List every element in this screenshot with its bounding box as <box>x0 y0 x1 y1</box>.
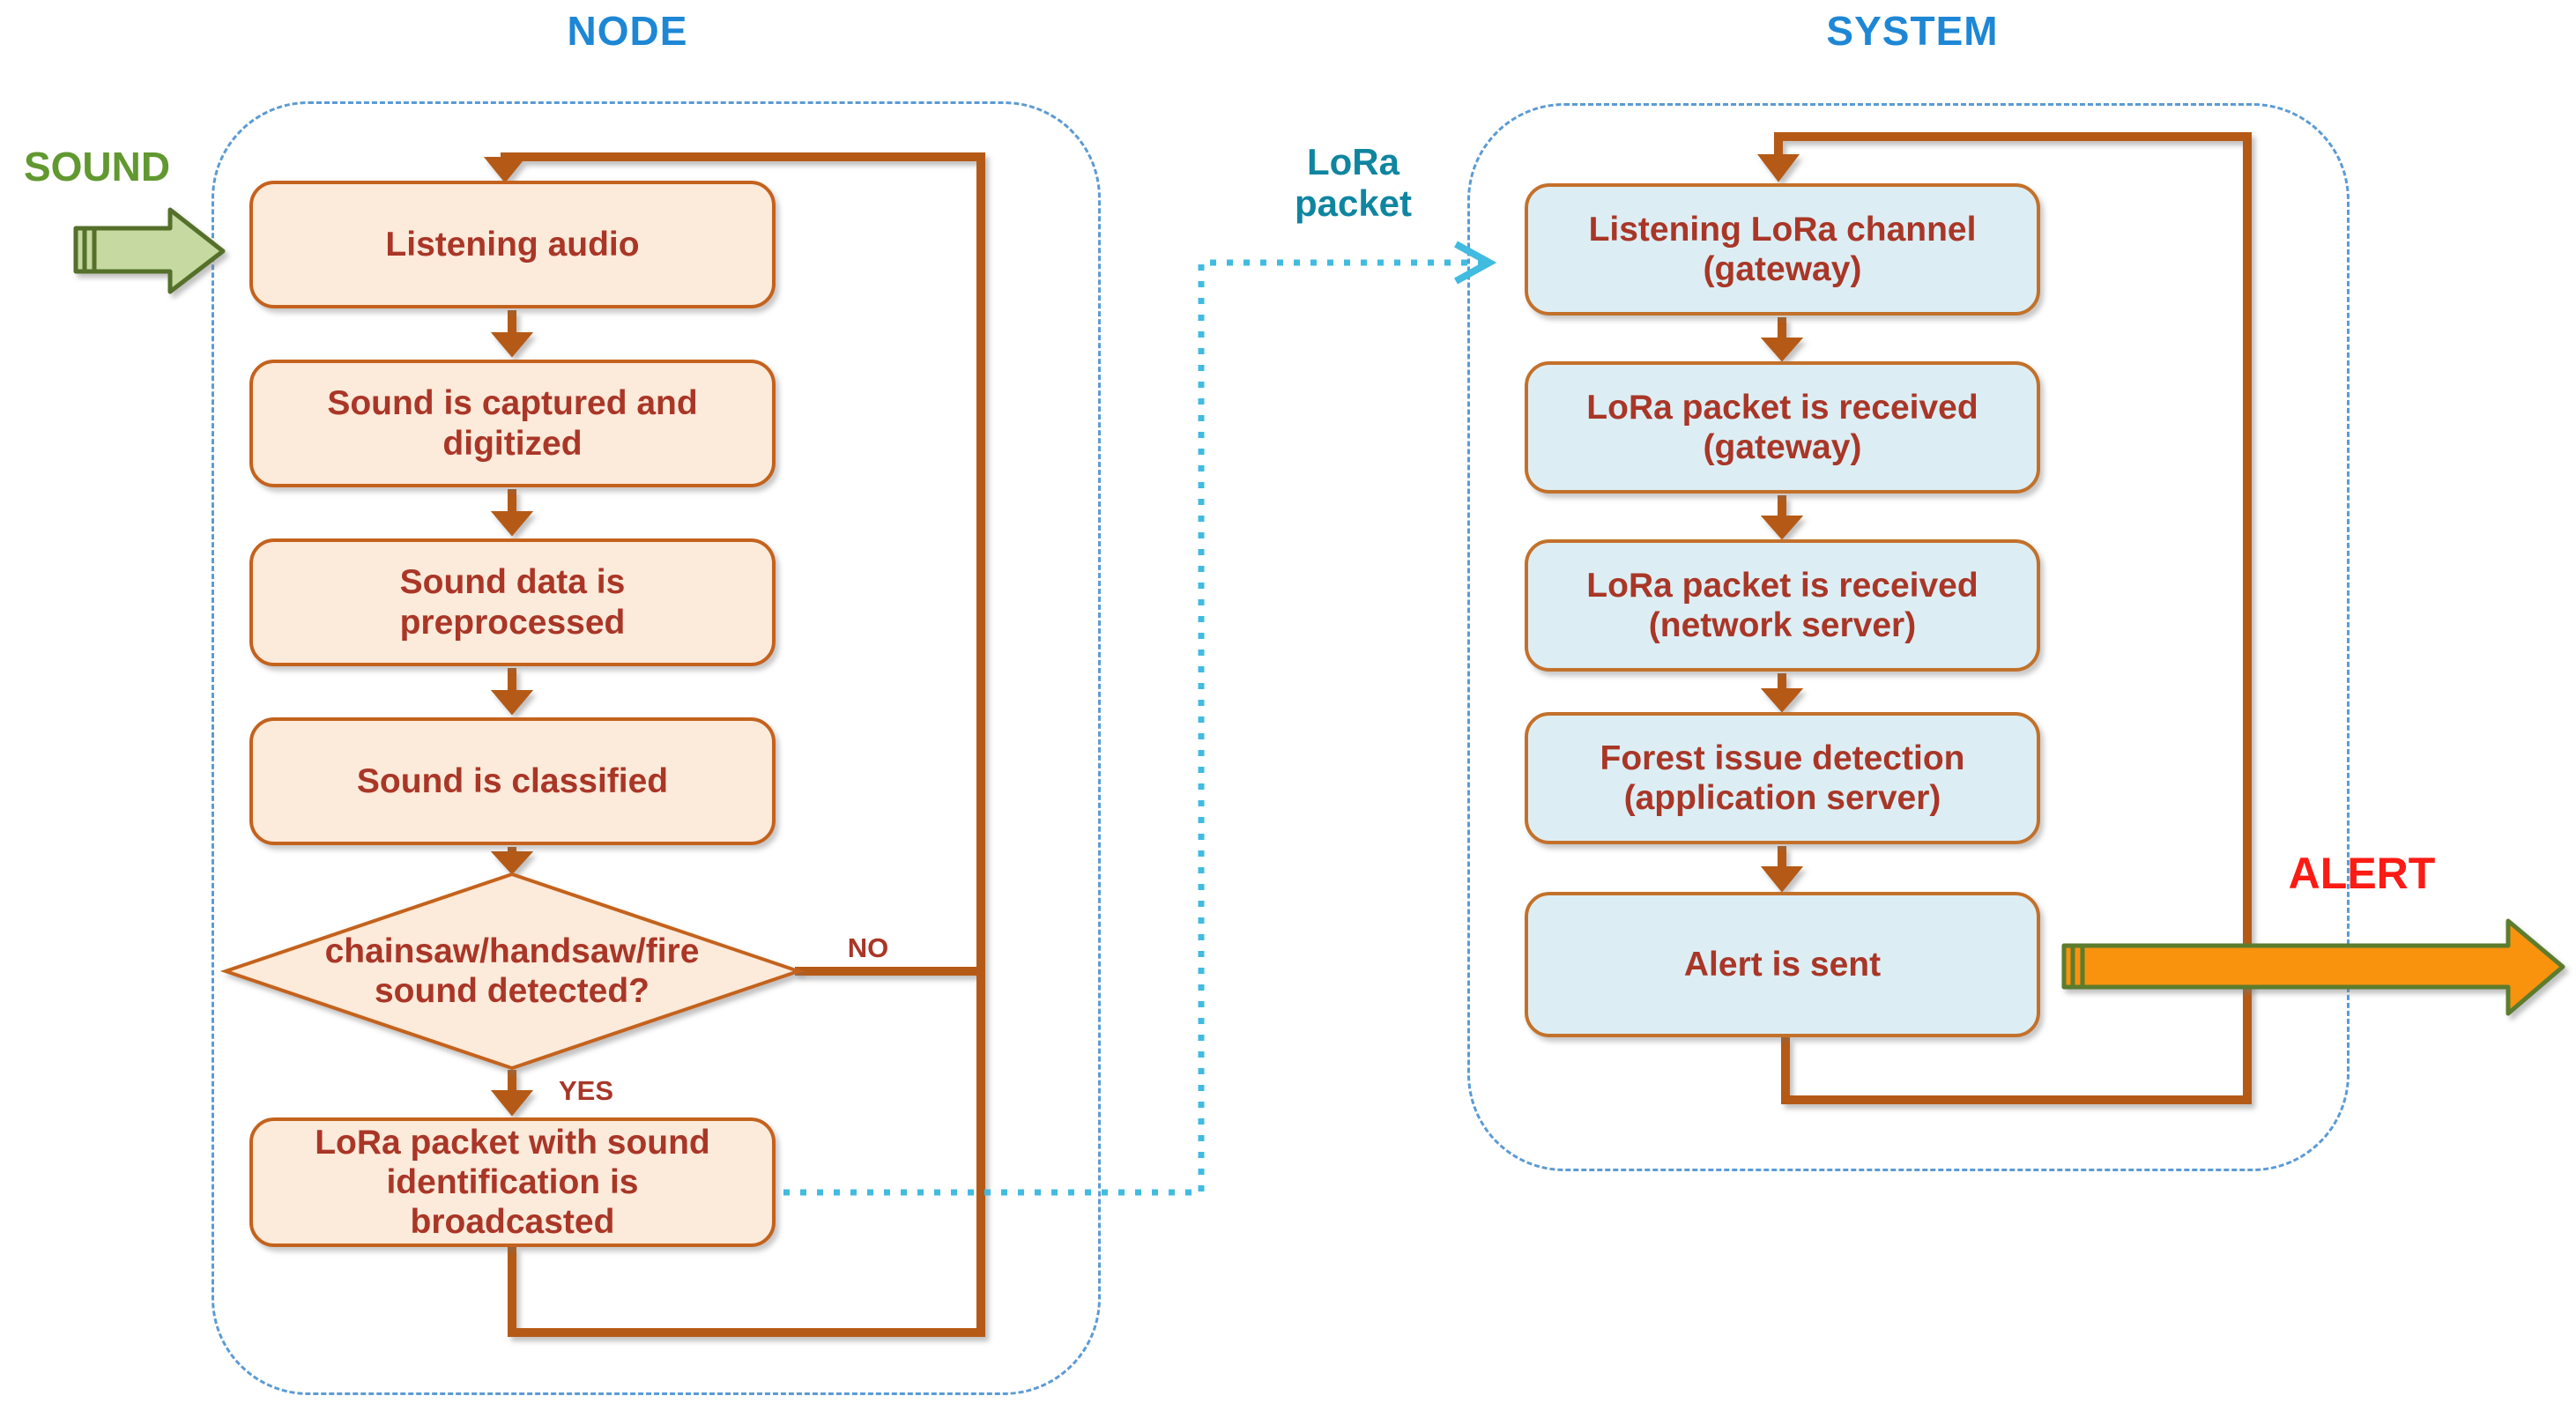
system-arrowhead-2 <box>1760 516 1804 540</box>
system-entry-arrowhead <box>1756 154 1800 182</box>
decision-diamond <box>219 872 805 1071</box>
system-arrowhead-1 <box>1760 338 1804 362</box>
system-step-packet-gateway: LoRa packet is received (gateway) <box>1525 361 2040 494</box>
node-arrowhead-4 <box>490 851 534 875</box>
system-arrowhead-4 <box>1760 866 1804 893</box>
sound-input-arrow <box>73 207 226 294</box>
lora-packet-dotted-path <box>783 259 1486 1196</box>
node-step-sound-captured: Sound is captured and digitized <box>249 360 776 487</box>
decision-no-label: NO <box>847 932 889 963</box>
node-step-sound-classified: Sound is classified <box>249 717 776 845</box>
system-section-title: SYSTEM <box>1826 8 1999 54</box>
system-arrowhead-3 <box>1760 688 1804 713</box>
system-step-alert-sent: Alert is sent <box>1525 892 2040 1037</box>
node-arrowhead-1 <box>490 332 534 358</box>
node-entry-arrowhead <box>483 157 527 183</box>
system-step-listening-channel: Listening LoRa channel (gateway) <box>1525 183 2040 316</box>
lora-packet-arrowhead <box>1454 241 1497 285</box>
node-flow-lines <box>483 152 985 1337</box>
sound-arrow-shape <box>73 207 226 294</box>
lora-packet-dotted-arrow <box>783 241 1497 1196</box>
decision-label: chainsaw/handsaw/fire sound detected? <box>324 932 700 1010</box>
yes-arrowhead <box>490 1090 534 1117</box>
alert-arrow-tail-stripes <box>2070 946 2085 987</box>
node-step-listening-audio: Listening audio <box>249 181 776 308</box>
lora-packet-label: LoRa packet <box>1294 141 1413 225</box>
node-section-container <box>212 101 1101 1395</box>
node-step-lora-broadcast: LoRa packet with sound identification is… <box>249 1117 776 1247</box>
sound-input-label: SOUND <box>23 144 171 189</box>
sound-arrow-tail-stripes <box>82 228 97 271</box>
node-arrowhead-3 <box>490 690 534 716</box>
system-step-packet-network: LoRa packet is received (network server) <box>1525 539 2040 672</box>
node-step-sound-preprocessed: Sound data is preprocessed <box>249 538 776 666</box>
alert-output-label: ALERT <box>2288 849 2436 898</box>
system-section-container <box>1467 103 2350 1171</box>
node-arrowhead-2 <box>490 511 534 537</box>
alert-arrow-shape <box>2061 918 2565 1016</box>
node-section-title: NODE <box>567 8 688 54</box>
system-step-issue-detection: Forest issue detection (application serv… <box>1525 712 2040 844</box>
system-loop-line <box>1774 132 2252 1104</box>
system-flow-lines <box>1756 132 2252 1104</box>
decision-yes-label: YES <box>558 1075 614 1106</box>
alert-output-arrow <box>2061 918 2565 1016</box>
